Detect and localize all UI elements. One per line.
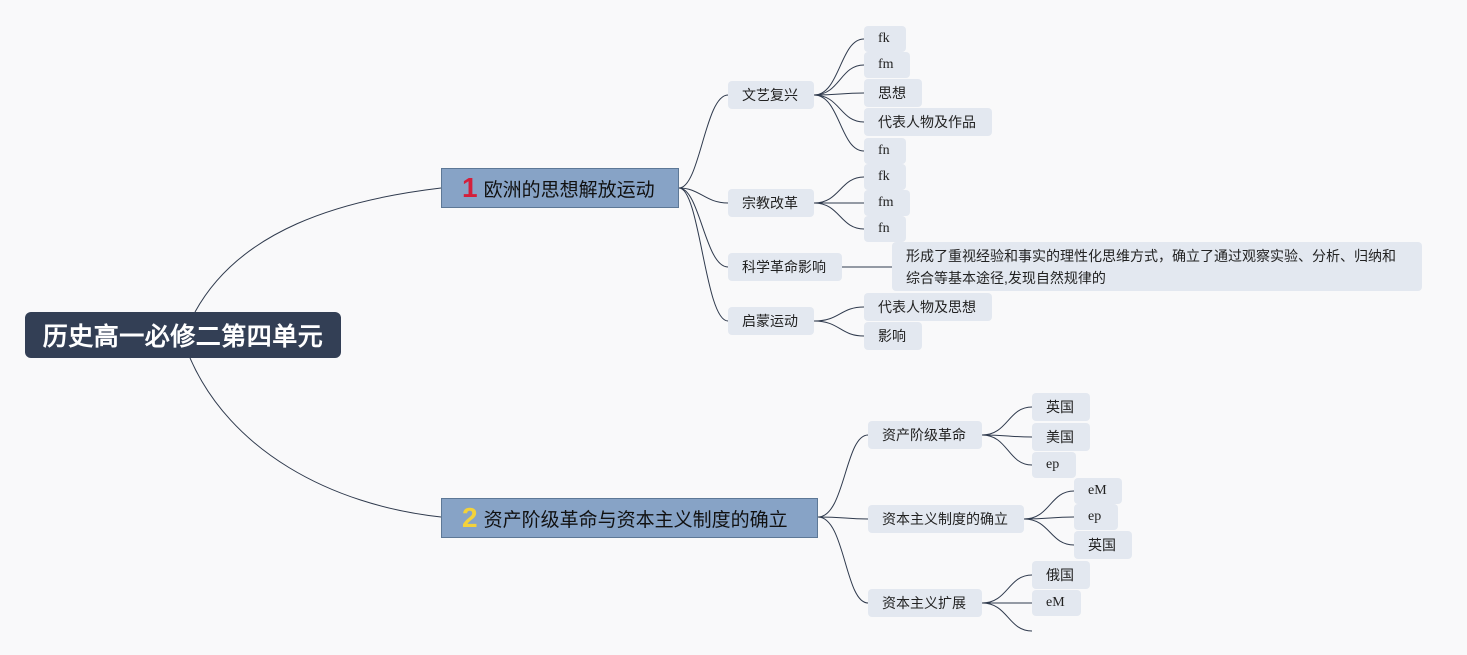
leaf-node[interactable]: 代表人物及作品 [864, 108, 992, 136]
link-b1-s1-leaf-5 [813, 94, 865, 152]
leaf-node[interactable]: eM [1032, 590, 1081, 616]
root-topic[interactable]: 历史高一必修二第四单元 [25, 312, 341, 358]
link-b1-s1-leaf-1 [813, 38, 865, 96]
leaf-node-long-text[interactable]: 形成了重视经验和事实的理性化思维方式，确立了通过观察实验、分析、归纳和综合等基本… [892, 242, 1422, 291]
subtopic-scientific-revolution[interactable]: 科学革命影响 [728, 253, 842, 281]
link-b2-s1-leaf-1 [981, 406, 1033, 436]
link-b1-s4-leaf-1 [813, 306, 865, 322]
leaf-node[interactable]: ep [1032, 452, 1076, 478]
leaf-node[interactable]: 美国 [1032, 423, 1090, 451]
leaf-node[interactable]: 英国 [1032, 393, 1090, 421]
leaf-node[interactable]: 俄国 [1032, 561, 1090, 589]
link-b2-sub-1 [817, 434, 869, 518]
leaf-node[interactable]: 影响 [864, 322, 922, 350]
link-b1-sub-3 [678, 187, 729, 268]
link-b1-s2-leaf-3 [813, 202, 865, 230]
leaf-node[interactable]: 英国 [1074, 531, 1132, 559]
link-b2-s2-leaf-3 [1023, 518, 1075, 546]
subtopic-capitalist-system[interactable]: 资本主义制度的确立 [868, 505, 1024, 533]
link-b1-s4-leaf-2 [813, 320, 865, 337]
leaf-node[interactable]: ep [1074, 504, 1118, 530]
link-b1-sub-4 [678, 187, 729, 322]
leaf-node[interactable]: fk [864, 164, 906, 190]
leaf-node[interactable]: fn [864, 138, 906, 164]
leaf-node[interactable]: 思想 [864, 79, 922, 107]
link-b2-s3-leaf-3 [981, 602, 1033, 632]
leaf-node[interactable]: 代表人物及思想 [864, 293, 992, 321]
link-b1-s2-leaf-1 [813, 176, 865, 204]
link-b2-s3-leaf-1 [981, 574, 1033, 604]
leaf-node[interactable]: fm [864, 190, 910, 216]
link-b1-sub-1 [678, 94, 729, 189]
link-b2-sub-2 [817, 516, 869, 520]
link-b2-sub-3 [817, 516, 869, 604]
subtopic-renaissance[interactable]: 文艺复兴 [728, 81, 814, 109]
link-b2-s2-leaf-1 [1023, 490, 1075, 520]
link-b1-s1-leaf-2 [813, 64, 865, 96]
leaf-node[interactable]: fm [864, 52, 910, 78]
subtopic-reformation[interactable]: 宗教改革 [728, 189, 814, 217]
subtopic-enlightenment[interactable]: 启蒙运动 [728, 307, 814, 335]
subtopic-bourgeois-revolution[interactable]: 资产阶级革命 [868, 421, 982, 449]
link-b2-s2-leaf-2 [1023, 516, 1075, 520]
link-b1-s1-leaf-4 [813, 94, 865, 123]
main-topic-2[interactable]: 2 资产阶级革命与资本主义制度的确立 [441, 498, 818, 538]
main-topic-1[interactable]: 1 欧洲的思想解放运动 [441, 168, 679, 208]
main-topic-2-label: 资产阶级革命与资本主义制度的确立 [483, 509, 788, 531]
link-root-branch-2 [189, 357, 442, 518]
topic-number-2-icon: 2 [462, 502, 478, 533]
leaf-node[interactable]: fk [864, 26, 906, 52]
topic-number-1-icon: 1 [462, 172, 478, 203]
link-b2-s1-leaf-3 [981, 434, 1033, 466]
link-b1-sub-2 [678, 187, 729, 204]
leaf-node[interactable]: fn [864, 216, 906, 242]
leaf-node[interactable]: eM [1074, 478, 1122, 504]
subtopic-capitalist-expansion[interactable]: 资本主义扩展 [868, 589, 982, 617]
main-topic-1-label: 欧洲的思想解放运动 [483, 179, 655, 201]
link-root-branch-1 [194, 187, 442, 313]
link-b1-s1-leaf-3 [813, 92, 865, 96]
